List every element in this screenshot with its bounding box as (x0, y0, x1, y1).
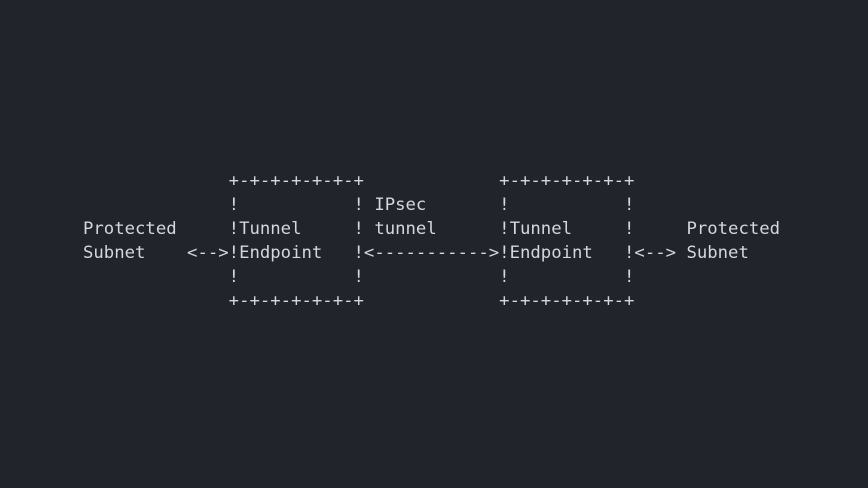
ipsec-tunnel-ascii-diagram: +-+-+-+-+-+-+ +-+-+-+-+-+-+ ! ! IPsec ! … (83, 171, 781, 311)
